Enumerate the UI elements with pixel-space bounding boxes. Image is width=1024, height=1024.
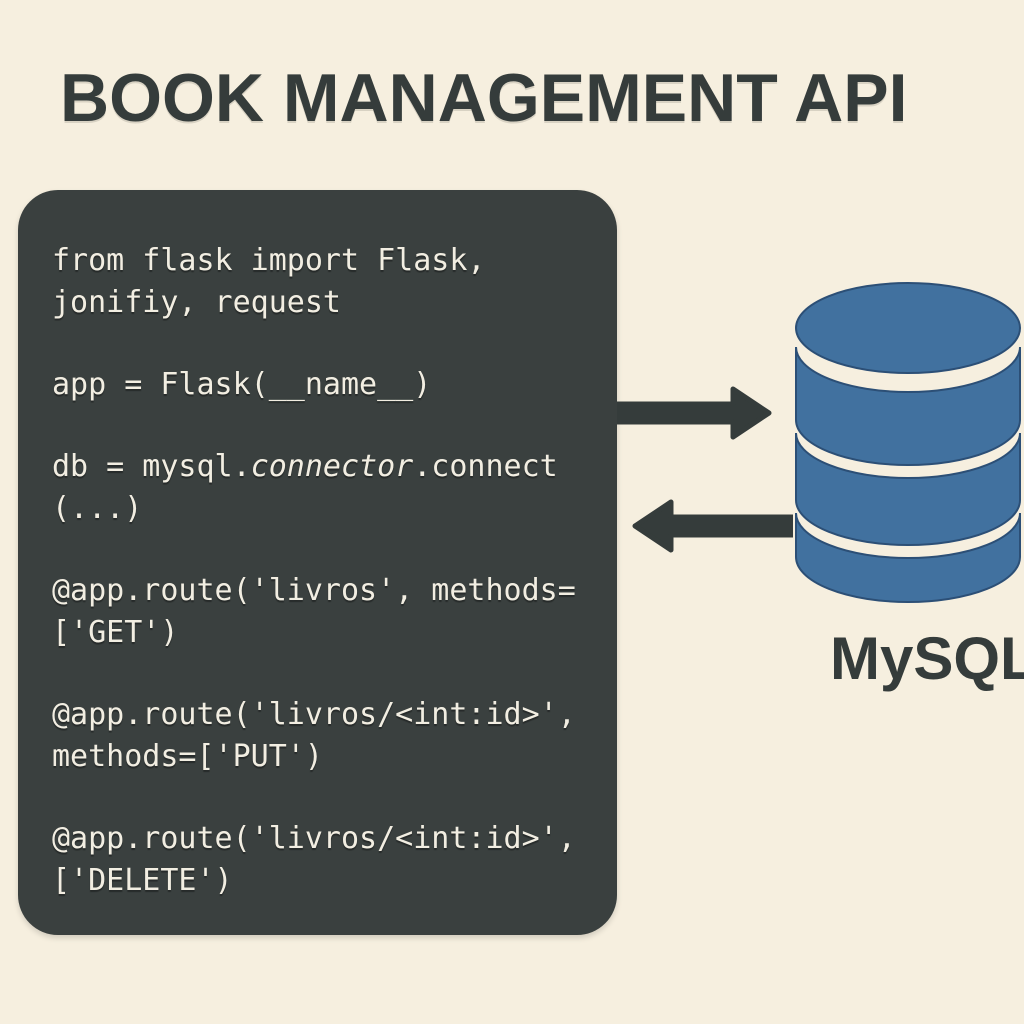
code-text: db = mysql.	[52, 449, 251, 484]
arrow-right-icon	[617, 386, 772, 440]
code-line: @app.route('livros/<int:id>',	[52, 821, 576, 856]
code-panel: from flask import Flask, jonifiy, reques…	[18, 190, 617, 935]
code-block-route-get: @app.route('livros', methods= ['GET')	[52, 570, 617, 654]
code-block-app-init: app = Flask(__name__)	[52, 364, 617, 406]
code-block-db-connect: db = mysql.connector.connect (...)	[52, 446, 617, 530]
code-block-imports: from flask import Flask, jonifiy, reques…	[52, 240, 617, 324]
code-line: @app.route('livros', methods=	[52, 573, 576, 608]
code-line: ['GET')	[52, 615, 179, 650]
database-label: MySQL	[830, 625, 1024, 692]
code-line-db-connect: db = mysql.connector.connect	[52, 446, 617, 488]
code-line: (...)	[52, 491, 143, 526]
page-title: BOOK MANAGEMENT API	[60, 60, 908, 136]
code-line: app = Flask(__name__)	[52, 367, 432, 402]
code-block-route-put: @app.route('livros/<int:id>', methods=['…	[52, 694, 617, 778]
database-icon	[795, 282, 1021, 603]
code-text: .connect	[413, 449, 558, 484]
code-line: jonifiy, request	[52, 285, 341, 320]
code-line: from flask import Flask,	[52, 243, 486, 278]
code-line: ['DELETE')	[52, 863, 233, 898]
code-line: @app.route('livros/<int:id>',	[52, 697, 576, 732]
code-line: methods=['PUT')	[52, 739, 323, 774]
arrow-left-icon	[632, 499, 793, 553]
code-block-route-delete: @app.route('livros/<int:id>', ['DELETE')	[52, 818, 617, 902]
code-text-italic: connector	[250, 449, 414, 484]
